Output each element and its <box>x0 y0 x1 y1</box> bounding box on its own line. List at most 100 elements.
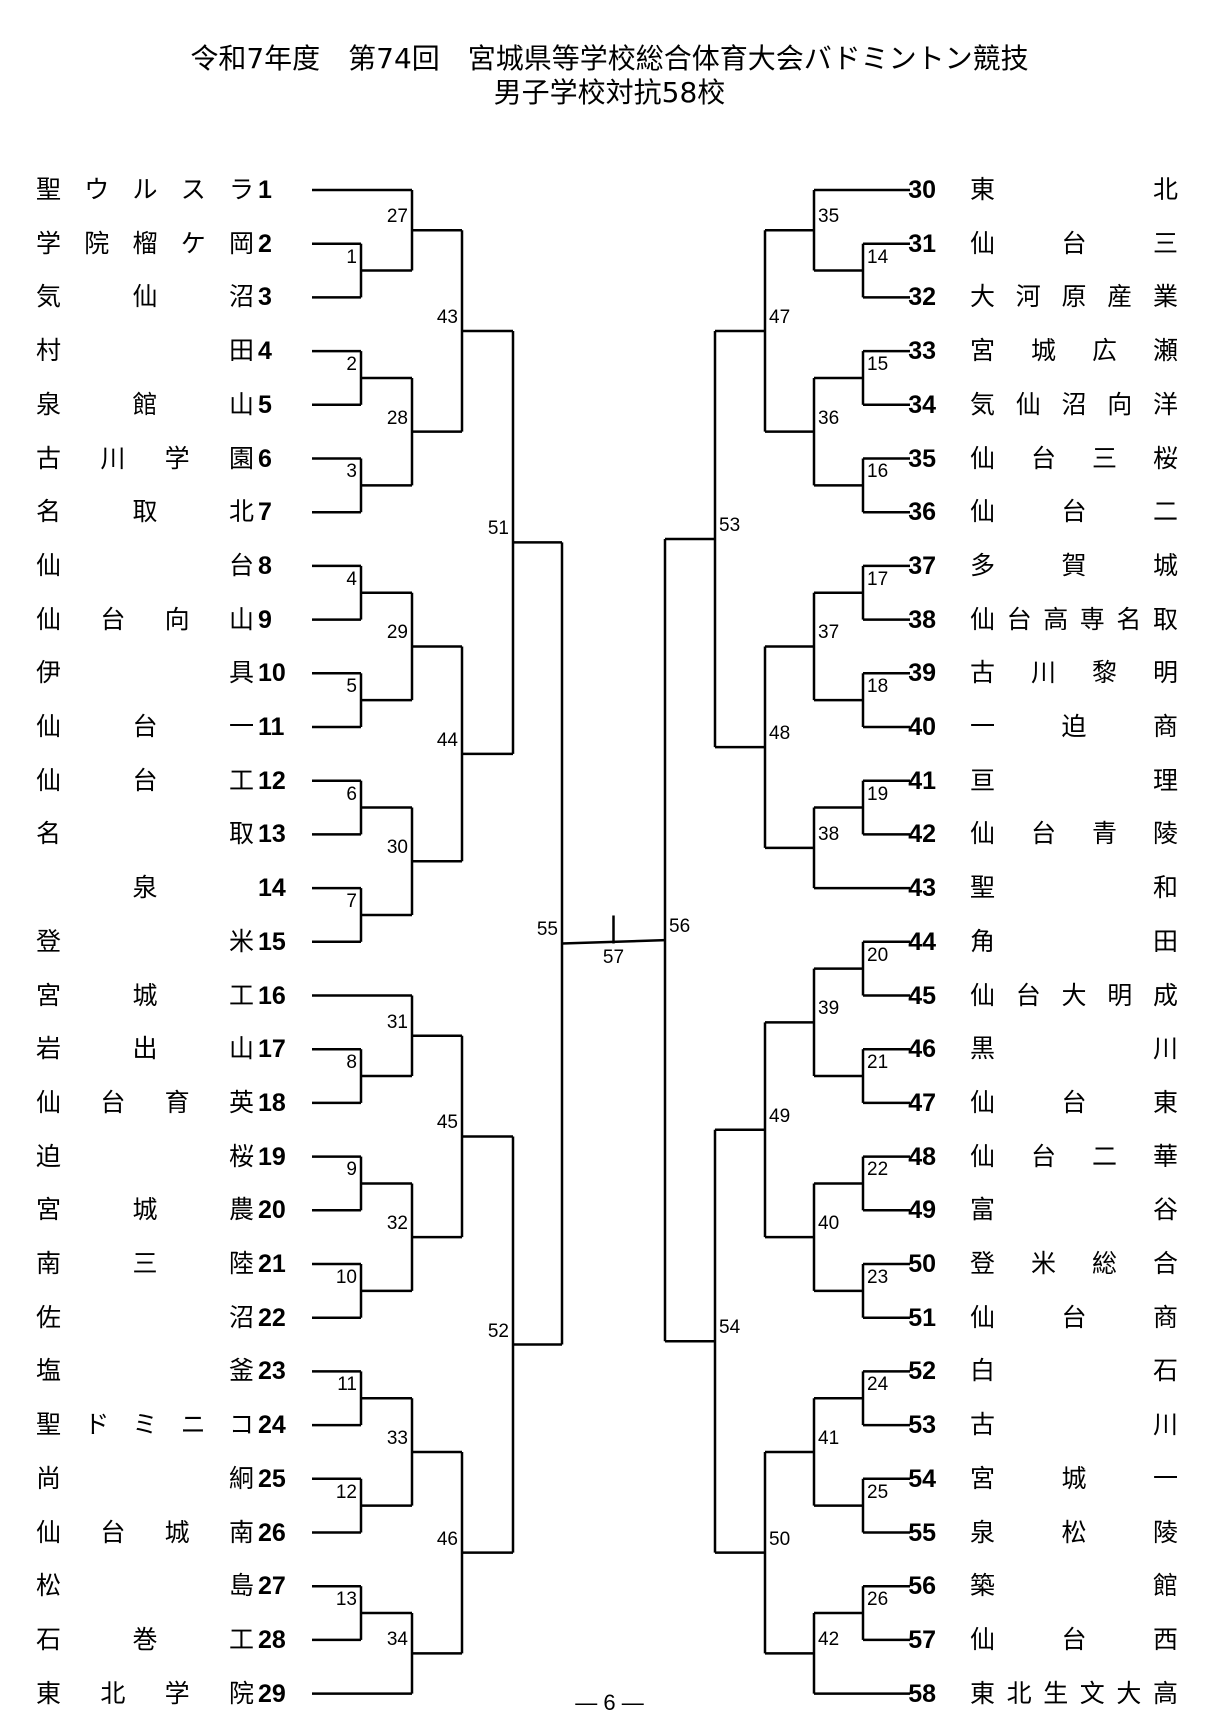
seed-number: 25 <box>258 1464 286 1493</box>
team-name-char: 名 <box>36 497 62 527</box>
team-name-char: 仙 <box>36 765 62 795</box>
team-name-char: 岡 <box>228 228 254 258</box>
team-name-char: 尚 <box>36 1463 62 1493</box>
match-number-1: 1 <box>346 246 357 268</box>
seed-number: 12 <box>258 766 286 795</box>
seed-number: 36 <box>908 498 936 527</box>
match-number-13: 13 <box>335 1589 357 1611</box>
team-name: 名取北 <box>36 492 254 532</box>
team-name-char: 山 <box>228 1034 254 1064</box>
team-name: 気仙沼向洋 <box>970 385 1178 425</box>
team-name: 聖ウルスラ <box>36 170 254 210</box>
team-name: 角田 <box>970 922 1178 962</box>
team-name-char: 北 <box>228 497 254 527</box>
team-name-char: 仙 <box>970 980 996 1010</box>
team-name-char: 工 <box>228 765 254 795</box>
team-name-char: 名 <box>36 819 62 849</box>
seed-number: 6 <box>258 444 272 473</box>
team-name: 仙台三桜 <box>970 439 1178 479</box>
seed-number: 54 <box>908 1464 936 1493</box>
seed-number: 19 <box>258 1142 286 1171</box>
team-name-char: 大 <box>1116 1678 1142 1708</box>
team-name-char: 専 <box>1079 604 1105 634</box>
match-number-22: 22 <box>867 1159 889 1181</box>
team-name: 白石 <box>970 1351 1178 1391</box>
team-name-char: 多 <box>970 550 996 580</box>
team-name-char: 古 <box>970 658 996 688</box>
seed-number: 57 <box>908 1625 936 1654</box>
match-number-8: 8 <box>346 1052 357 1074</box>
team-name: 仙台三 <box>970 224 1178 264</box>
seed-number: 16 <box>258 981 286 1010</box>
team-name-char: 和 <box>1152 873 1178 903</box>
match-number-56: 56 <box>669 916 691 938</box>
team-name: 聖和 <box>970 868 1178 908</box>
team-name-char: 黒 <box>970 1034 996 1064</box>
team-name-char: 一 <box>228 712 254 741</box>
match-number-29: 29 <box>386 622 408 644</box>
team-name-char: 工 <box>228 1624 254 1654</box>
team-name-char: 東 <box>36 1678 62 1708</box>
match-number-18: 18 <box>867 676 889 698</box>
team-name-char: 築 <box>970 1571 996 1601</box>
team-name: 仙台一 <box>36 707 254 747</box>
team-name-char: 高 <box>1043 604 1069 634</box>
team-name-char: 台 <box>1006 604 1032 634</box>
team-name-char: 産 <box>1107 282 1133 312</box>
seed-number: 27 <box>258 1572 286 1601</box>
seed-number: 4 <box>258 337 272 366</box>
team-name-char: 向 <box>164 604 190 634</box>
team-name-char: 聖 <box>36 175 62 204</box>
team-name: 古川黎明 <box>970 653 1178 693</box>
seed-number: 15 <box>258 927 286 956</box>
seed-number: 1 <box>258 176 272 204</box>
team-name-char: 山 <box>228 389 254 419</box>
team-name-char: 生 <box>1043 1678 1069 1708</box>
team-name-char: 沼 <box>228 1302 254 1332</box>
match-number-52: 52 <box>487 1320 509 1342</box>
team-name-char: 川 <box>100 443 126 473</box>
team-name: 宮城工 <box>36 976 254 1016</box>
match-number-5: 5 <box>346 676 357 698</box>
team-name-char: 佐 <box>36 1302 62 1332</box>
team-name: 仙台東 <box>970 1083 1178 1123</box>
team-name: 宮城一 <box>970 1459 1178 1499</box>
seed-number: 11 <box>258 713 285 741</box>
team-name-char: 台 <box>1030 819 1056 849</box>
match-number-2: 2 <box>346 353 357 375</box>
team-name-char: 城 <box>132 980 158 1010</box>
seed-number: 28 <box>258 1625 286 1654</box>
team-name: 石巻工 <box>36 1620 254 1660</box>
team-name-char: 賀 <box>1061 550 1087 580</box>
team-name-char: 釜 <box>228 1356 254 1386</box>
match-number-49: 49 <box>769 1105 791 1127</box>
team-name-char: 台 <box>1030 1141 1056 1171</box>
match-number-35: 35 <box>818 206 840 228</box>
seed-number: 32 <box>908 283 936 312</box>
team-name-char: 気 <box>970 389 996 419</box>
team-name: 塩釜 <box>36 1351 254 1391</box>
team-name-char: 理 <box>1152 765 1178 795</box>
match-number-24: 24 <box>867 1374 889 1396</box>
team-name: 仙台青陵 <box>970 814 1178 854</box>
seed-number: 46 <box>908 1035 936 1064</box>
match-number-36: 36 <box>818 407 840 429</box>
team-name-char: コ <box>228 1410 254 1440</box>
team-name-char: 黎 <box>1091 658 1117 688</box>
seed-number: 49 <box>908 1196 936 1225</box>
title-line-1: 令和7年度 第74回 宮城県等学校総合体育大会バドミントン競技 <box>190 42 1029 75</box>
team-name-char: 宮 <box>970 1463 996 1493</box>
team-name-char: 泉 <box>132 873 158 903</box>
seed-number: 37 <box>908 551 936 580</box>
team-name: 東北生文大高 <box>970 1674 1178 1714</box>
team-name: 名取 <box>36 814 254 854</box>
team-name-char: 宮 <box>36 1195 62 1225</box>
team-name-char: 高 <box>1152 1678 1178 1708</box>
team-name-char: ケ <box>180 228 206 258</box>
team-name-char: 取 <box>132 497 158 527</box>
seed-number: 47 <box>908 1088 936 1117</box>
match-number-26: 26 <box>867 1589 889 1611</box>
team-name-char: 具 <box>228 658 254 688</box>
team-name-char: 台 <box>132 765 158 795</box>
match-number-39: 39 <box>818 998 840 1020</box>
